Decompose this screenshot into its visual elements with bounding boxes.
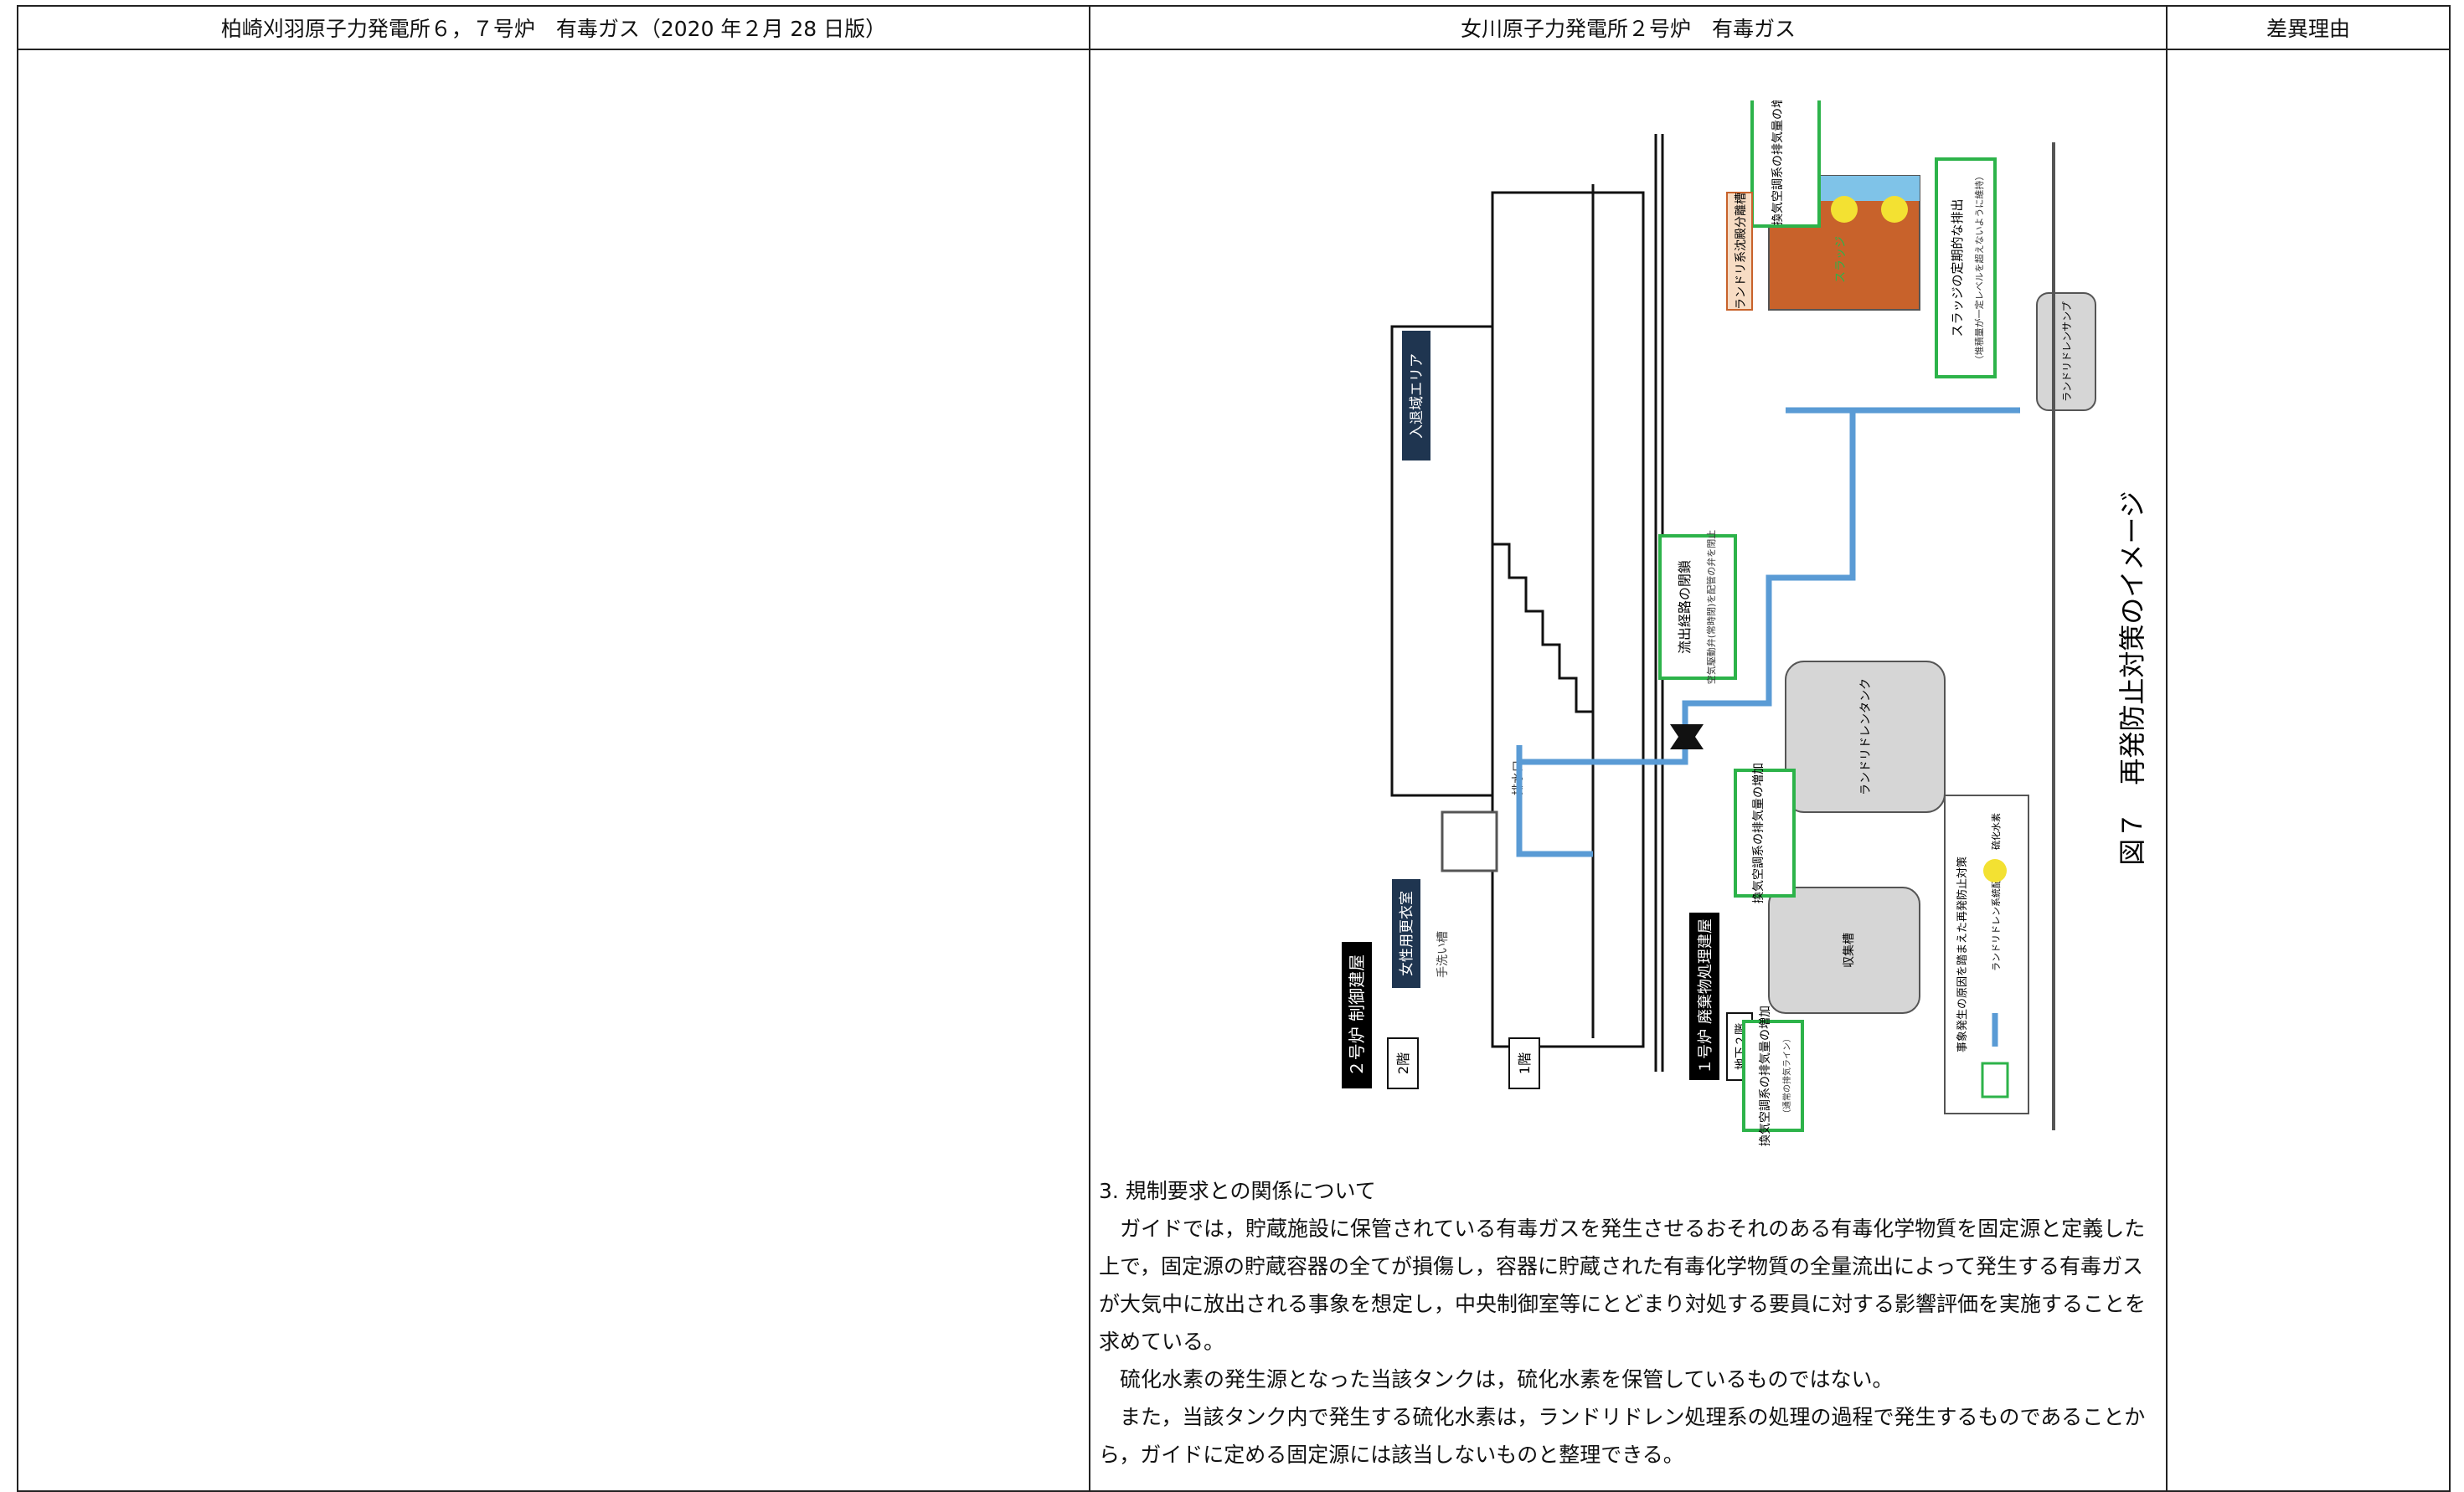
paragraph-1: ガイドでは，貯蔵施設に保管されている有毒ガスを発生させるおそれのある有毒化学物質… xyxy=(1099,1217,2147,1354)
label-right-tank: ランドリドレンサンプ xyxy=(2061,301,2073,402)
label-sludge-note: （堆積量が一定レベルを超えないように維持） xyxy=(1973,172,1985,365)
label-laundry-sep: ランドリ系沈殿分離槽 xyxy=(1734,193,1748,310)
header-onagawa: 女川原子力発電所２号炉 有毒ガス xyxy=(1089,5,2168,50)
label-sludge: スラッジ xyxy=(1834,236,1848,283)
header-reason: 差異理由 xyxy=(2166,5,2451,50)
paragraph-2: 硫化水素の発生源となった当該タンクは，硫化水素を保管しているものではない。 xyxy=(1120,1367,1894,1392)
paragraph-3: また，当該タンク内で発生する硫化水素は，ランドリドレン処理系の処理の過程で発生す… xyxy=(1099,1405,2146,1467)
legend-drain: ランドリドレン系統配管 xyxy=(1990,870,2002,971)
building-outline xyxy=(1491,191,1645,1048)
cell-kashiwazaki xyxy=(17,49,1090,1492)
label-floor1: 1階 xyxy=(1517,1052,1533,1074)
label-vent-note-left: （通常の排気ライン） xyxy=(1781,1034,1792,1118)
label-unit2-control: ２号炉 制御建屋 xyxy=(1347,954,1367,1077)
header-kashiwazaki: 柏崎刈羽原子力発電所６，７号炉 有毒ガス（2020 年２月 28 日版） xyxy=(17,5,1090,50)
label-valve-close: 流出経路の閉鎖 xyxy=(1677,560,1693,654)
label-vent-increase-right: 換気空調系の排気量の増加 xyxy=(1771,100,1785,225)
table-header-row: 柏崎刈羽原子力発電所６，７号炉 有毒ガス（2020 年２月 28 日版） 女川原… xyxy=(17,5,2451,50)
label-sludge-discharge: スラッジの定期的な排出 xyxy=(1950,198,1965,337)
comparison-table: 柏崎刈羽原子力発電所６，７号炉 有毒ガス（2020 年２月 28 日版） 女川原… xyxy=(17,5,2451,1492)
cell-reason xyxy=(2166,49,2451,1492)
figure-caption: 図７ 再発防止対策のイメージ xyxy=(2116,491,2148,865)
label-valve-note: 空気駆動弁(常時閉)を配管の弁を閉止 xyxy=(1705,530,1717,685)
section-heading: 3. 規制要求との関係について xyxy=(1099,1179,1376,1203)
cell-onagawa: ２号炉 制御建屋 2階 1階 女性用更衣室 手洗い槽 排水口 入退域エリア xyxy=(1089,49,2168,1492)
label-laundry-tank: ランドリドレンタンク xyxy=(1859,678,1873,795)
label-sink: 手洗い槽 xyxy=(1436,931,1450,978)
legend-h2s: 硫化水素 xyxy=(1990,813,2002,850)
legend-title: 事象発生の原因を踏まえた再発防止対策 xyxy=(1956,857,1969,1052)
section-regulatory: 3. 規制要求との関係について ガイドでは，貯蔵施設に保管されている有毒ガスを発… xyxy=(1099,1172,2162,1474)
label-sump-tank: 収集槽 xyxy=(1842,933,1856,968)
label-vent-increase-left: 換気空調系の排気量の増加 xyxy=(1759,1006,1772,1146)
table-body-row: ２号炉 制御建屋 2階 1階 女性用更衣室 手洗い槽 排水口 入退域エリア xyxy=(17,49,2451,1492)
countermeasure-figure: ２号炉 制御建屋 2階 1階 女性用更衣室 手洗い槽 排水口 入退域エリア xyxy=(1342,100,2148,1146)
label-vent-increase-mid: 換気空調系の排気量の増加 xyxy=(1752,763,1766,903)
label-women-locker: 女性用更衣室 xyxy=(1399,891,1415,976)
label-entry-area: 入退域エリア xyxy=(1409,353,1425,439)
label-unit1-waste: １号炉 廃棄物処理建屋 xyxy=(1697,918,1714,1074)
label-floor2: 2階 xyxy=(1395,1052,1411,1074)
